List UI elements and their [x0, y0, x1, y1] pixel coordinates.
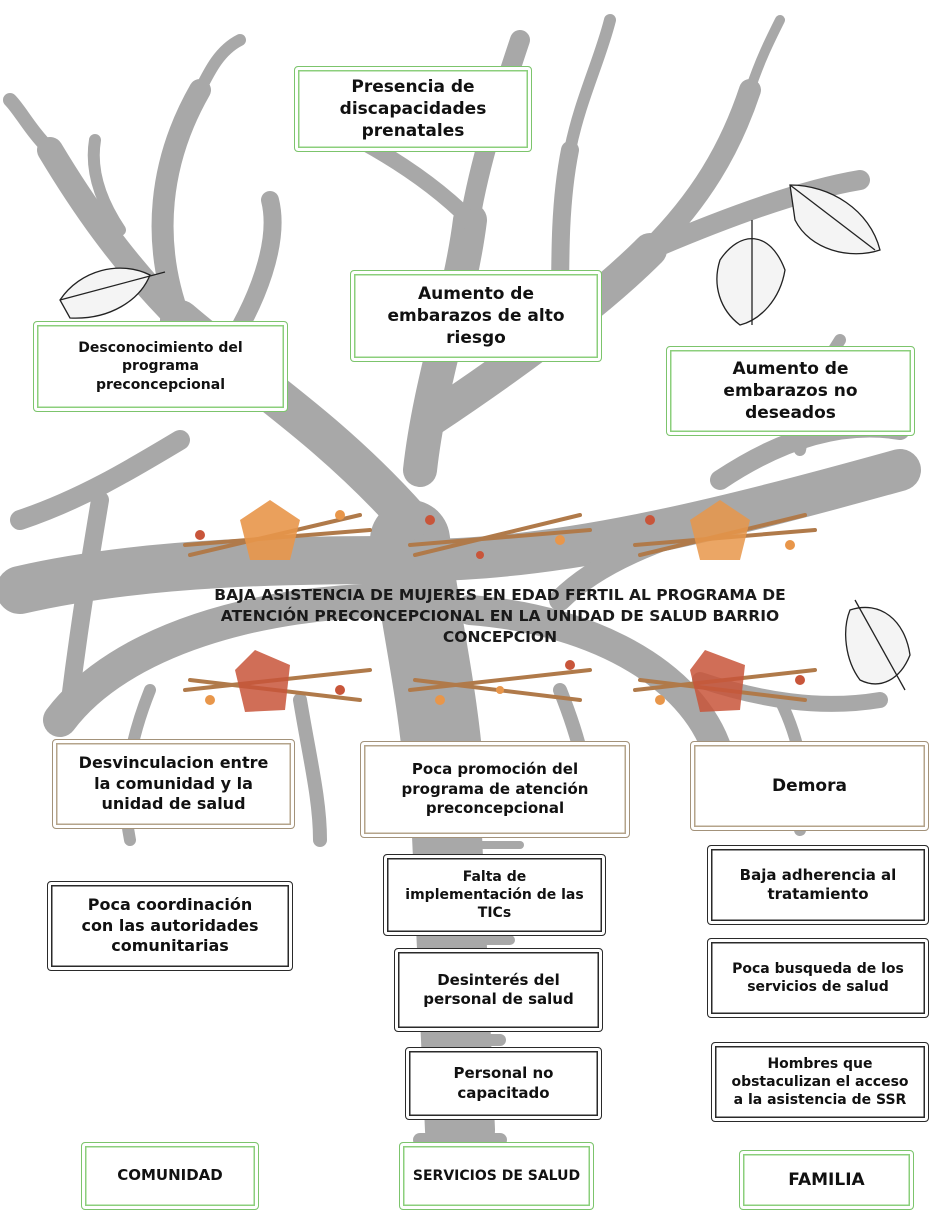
effect-desconocimiento-box: Desconocimiento del programa preconcepci…	[33, 321, 288, 412]
cause-comunidad-main-text: Desvinculacion entre la comunidad y la u…	[78, 752, 269, 814]
category-servicios-text: SERVICIOS DE SALUD	[412, 1167, 581, 1184]
cause-servicios-sub-1: Falta de implementación de las TICs	[383, 854, 606, 936]
cause-familia-sub-1-text: Baja adherencia al tratamiento	[739, 865, 897, 904]
cause-servicios-sub-1-text: Falta de implementación de las TICs	[405, 868, 584, 922]
effect-prenatal-box: Presencia de discapacidades prenatales	[294, 66, 532, 152]
effect-prenatal-text: Presencia de discapacidades prenatales	[339, 76, 487, 142]
cause-familia-main-text: Demora	[772, 775, 847, 796]
category-servicios: SERVICIOS DE SALUD	[399, 1142, 594, 1210]
category-familia-text: FAMILIA	[788, 1169, 865, 1190]
cause-familia-sub-3-text: Hombres que obstaculizan el acceso a la …	[731, 1055, 909, 1109]
central-problem-title: BAJA ASISTENCIA DE MUJERES EN EDAD FERTI…	[214, 586, 786, 646]
category-familia: FAMILIA	[739, 1150, 914, 1210]
cause-servicios-main: Poca promoción del programa de atención …	[360, 741, 630, 838]
effect-alto-riesgo-text: Aumento de embarazos de alto riesgo	[387, 283, 565, 349]
cause-servicios-sub-2-text: Desinterés del personal de salud	[423, 970, 574, 1009]
autumn-leaves	[195, 500, 805, 712]
cause-familia-sub-3: Hombres que obstaculizan el acceso a la …	[711, 1042, 929, 1122]
category-comunidad: COMUNIDAD	[81, 1142, 259, 1210]
cause-servicios-sub-2: Desinterés del personal de salud	[394, 948, 603, 1032]
effect-alto-riesgo-box: Aumento de embarazos de alto riesgo	[350, 270, 602, 362]
cause-familia-sub-2-text: Poca busqueda de los servicios de salud	[732, 960, 904, 995]
cause-familia-sub-1: Baja adherencia al tratamiento	[707, 845, 929, 925]
cause-familia-sub-2: Poca busqueda de los servicios de salud	[707, 938, 929, 1018]
effect-no-deseados-box: Aumento de embarazos no deseados	[666, 346, 915, 436]
category-comunidad-text: COMUNIDAD	[117, 1166, 223, 1185]
cause-servicios-main-text: Poca promoción del programa de atención …	[401, 760, 589, 818]
effect-desconocimiento-text: Desconocimiento del programa preconcepci…	[78, 340, 243, 393]
cause-servicios-sub-3: Personal no capacitado	[405, 1047, 602, 1120]
cause-servicios-sub-3-text: Personal no capacitado	[453, 1064, 554, 1102]
cause-comunidad-sub-1: Poca coordinación con las autoridades co…	[47, 881, 293, 971]
effect-no-deseados-text: Aumento de embarazos no deseados	[723, 358, 858, 424]
cause-comunidad-sub-1-text: Poca coordinación con las autoridades co…	[81, 894, 259, 956]
cause-comunidad-main: Desvinculacion entre la comunidad y la u…	[52, 739, 295, 829]
leaf-sketch-icon	[59, 184, 911, 691]
cause-familia-main: Demora	[690, 741, 929, 831]
